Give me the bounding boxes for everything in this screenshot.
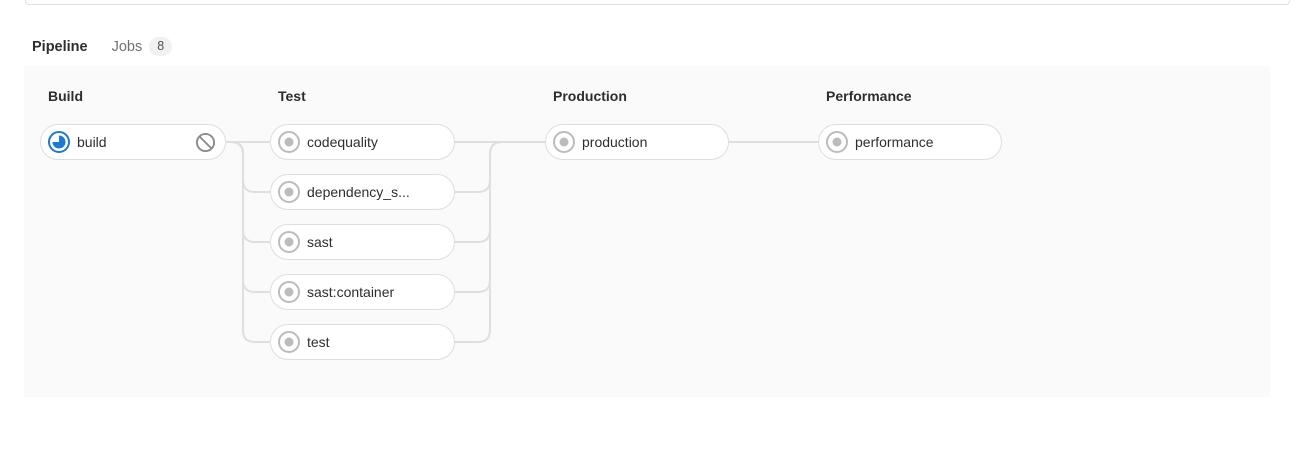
tab-pipeline[interactable]: Pipeline bbox=[24, 27, 96, 69]
stage-jobs-list: codequality dependency_s...sast sast:conta… bbox=[270, 124, 455, 360]
stage-header: Build bbox=[48, 88, 83, 104]
job-name: codequality bbox=[307, 134, 378, 150]
status-created-icon bbox=[278, 181, 300, 203]
pipeline-tab-bar: Pipeline Jobs 8 bbox=[24, 27, 1270, 69]
job-codequality[interactable]: codequality bbox=[270, 124, 455, 160]
job-build[interactable]: build bbox=[40, 124, 226, 160]
pipeline-graph-panel: Build build Test codequality dependency_s...… bbox=[24, 66, 1270, 397]
stage-column-production: Production production bbox=[545, 88, 729, 160]
stage-header: Performance bbox=[826, 88, 912, 104]
status-created-icon bbox=[278, 331, 300, 353]
upper-card-bottom-edge bbox=[25, 0, 1290, 5]
status-created-icon bbox=[278, 281, 300, 303]
job-name: sast:container bbox=[307, 284, 395, 300]
tab-label: Pipeline bbox=[32, 38, 88, 55]
tab-label: Jobs bbox=[111, 38, 143, 55]
cancel-icon bbox=[195, 132, 216, 153]
job-sast-container[interactable]: sast:container bbox=[270, 274, 455, 310]
job-performance[interactable]: performance bbox=[818, 124, 1002, 160]
job-test[interactable]: test bbox=[270, 324, 455, 360]
job-name: dependency_s... bbox=[307, 184, 410, 200]
stage-jobs-list: production bbox=[545, 124, 729, 160]
stage-header: Test bbox=[278, 88, 306, 104]
stage-column-performance: Performance performance bbox=[818, 88, 1002, 160]
job-name: test bbox=[307, 334, 330, 350]
status-created-icon bbox=[278, 231, 300, 253]
stage-header: Production bbox=[553, 88, 627, 104]
status-created-icon bbox=[826, 131, 848, 153]
job-name: sast bbox=[307, 234, 333, 250]
cancel-job-button[interactable] bbox=[194, 131, 216, 153]
status-running-icon bbox=[48, 131, 70, 153]
status-created-icon bbox=[553, 131, 575, 153]
jobs-count-badge: 8 bbox=[149, 37, 173, 56]
job-dependency-s[interactable]: dependency_s... bbox=[270, 174, 455, 210]
job-name: production bbox=[582, 134, 648, 150]
tab-jobs[interactable]: Jobs 8 bbox=[104, 27, 181, 69]
job-production[interactable]: production bbox=[545, 124, 729, 160]
stage-column-test: Test codequality dependency_s...sast sast:c… bbox=[270, 88, 455, 360]
job-name: performance bbox=[855, 134, 934, 150]
stage-jobs-list: performance bbox=[818, 124, 1002, 160]
status-created-icon bbox=[278, 131, 300, 153]
job-name: build bbox=[77, 134, 107, 150]
stage-column-build: Build build bbox=[40, 88, 226, 160]
job-sast[interactable]: sast bbox=[270, 224, 455, 260]
stage-jobs-list: build bbox=[40, 124, 226, 160]
